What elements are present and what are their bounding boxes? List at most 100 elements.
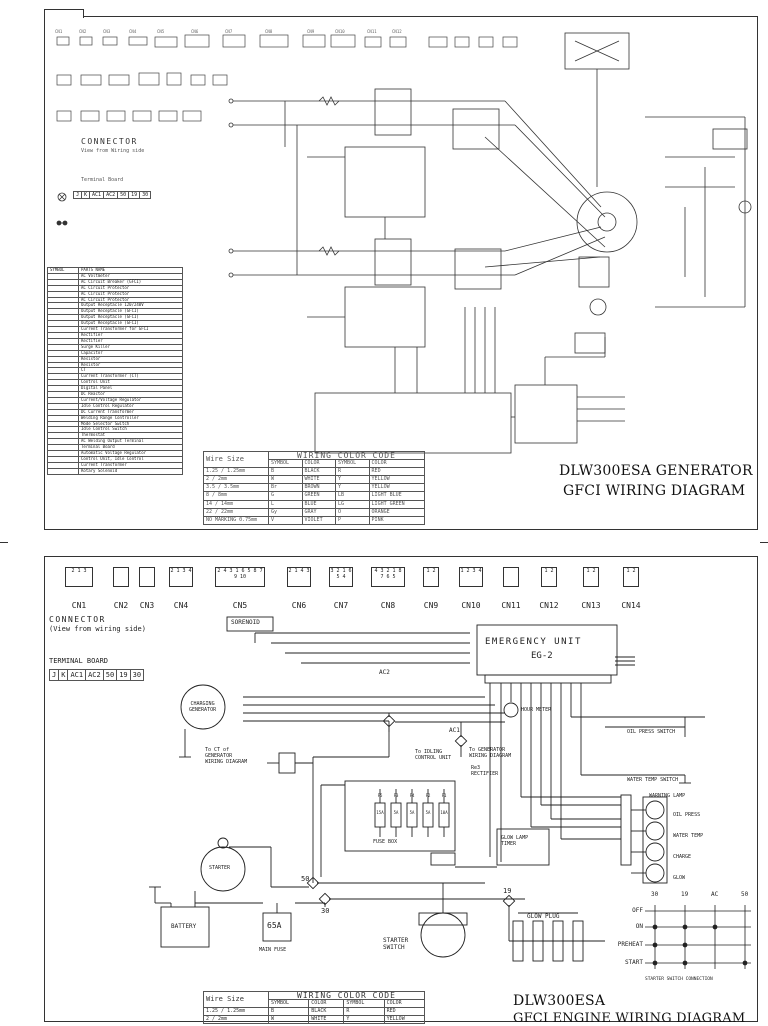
rectifier-label: Re3 RECTIFIER — [471, 765, 498, 777]
wiring-cell: G — [268, 491, 303, 501]
svg-text:CN7: CN7 — [225, 29, 233, 34]
wc-col-symbol: SYMBOL — [268, 459, 303, 469]
fuse-rating: 5A — [409, 810, 415, 815]
emergency-unit-label: EMERGENCY UNIT — [485, 637, 582, 647]
top-wiring-color-table: Wire Size WIRING COLOR CODE SYMBOL COLOR… — [203, 450, 426, 525]
to-idling-line1: To IDLING — [415, 749, 443, 755]
top-title-line2: GFCI WIRING DIAGRAM — [563, 483, 746, 499]
wc-col-symbol: SYMBOL — [343, 999, 385, 1008]
fuse-rating: 15A — [376, 810, 384, 815]
connector: 2 1 4 3 CN6 — [283, 567, 315, 610]
wiring-cell: YELLOW — [368, 483, 426, 493]
node-50: 50 — [301, 875, 310, 883]
wiring-cell: PINK — [368, 515, 426, 525]
glow-lamp-line1: GLOW LAMP — [501, 835, 529, 841]
switch-terminal: 50 — [741, 891, 749, 898]
wc-col-color: COLOR — [308, 999, 345, 1008]
wiring-cell: LB — [335, 491, 370, 501]
sheet-tab — [44, 9, 84, 18]
connector-body: 4 3 2 1 8 7 6 5 — [371, 567, 405, 587]
connector-name: CN6 — [291, 601, 307, 610]
wiring-cell: 1.25 / 1.25mm — [203, 467, 269, 477]
wiring-cell: BLACK — [308, 1007, 345, 1016]
wiring-cell: BLACK — [301, 467, 337, 477]
fuse-rating: 10A — [440, 810, 448, 815]
wiring-cell: P — [335, 515, 370, 525]
starter-switch-label: STARTER SWITCH — [383, 937, 408, 951]
wiring-cell: 22 / 22mm — [203, 507, 269, 517]
connector-body: 2 1 4 3 — [287, 567, 311, 587]
switch-position: ON — [635, 923, 643, 930]
fuse: F4 5A — [405, 793, 419, 815]
wiring-cell: LG — [335, 499, 370, 509]
svg-text:CN12: CN12 — [392, 29, 402, 34]
wiring-color-header: WIRING COLOR CODE — [268, 450, 425, 461]
warning-lamp-label: WARNING LAMP — [649, 793, 686, 799]
fuse-rating: 5A — [425, 810, 431, 815]
connector: CN3 — [135, 567, 159, 610]
wiring-cell: RED — [368, 467, 426, 477]
wc-col-color: COLOR — [383, 999, 426, 1008]
wiring-cell: WHITE — [301, 475, 337, 485]
switch-terminal: 30 — [651, 891, 659, 898]
lamp-label: CHARGE — [673, 854, 692, 860]
terminal-cell: J — [72, 191, 83, 199]
wiring-cell: R — [343, 1007, 385, 1016]
connector-body: 1 2 — [583, 567, 599, 587]
starter-label: STARTER — [209, 865, 231, 871]
fuse-name: F3 — [393, 793, 399, 798]
glow-lamp-line2: TIMER — [501, 841, 517, 847]
bottom-title-line1: DLW300ESA — [513, 993, 606, 1009]
switch-position: PREHEAT — [617, 941, 643, 948]
main-fuse-rating: 65A — [267, 921, 282, 930]
starter-switch-connection-label: STARTER SWITCH CONNECTION — [645, 977, 713, 982]
wiring-cell: L — [268, 499, 303, 509]
switch-position: START — [624, 959, 643, 966]
glow-plug-label: GLOW PLUG — [527, 913, 560, 920]
wiring-cell: Y — [335, 475, 370, 485]
wc-col-symbol: SYMBOL — [267, 999, 310, 1008]
connector-sublabel: (View from wiring side) — [49, 625, 146, 633]
connector-name: CN1 — [71, 601, 87, 610]
lamp-label: OIL PRESS — [673, 812, 701, 818]
connector-label: CONNECTOR — [81, 137, 138, 146]
wire-size-header: Wire Size — [203, 450, 269, 469]
page-separator-left — [0, 542, 8, 543]
to-ct-line1: To CT of — [205, 747, 230, 753]
svg-text:CN11: CN11 — [367, 29, 377, 34]
wiring-cell: 1.25 / 1.25mm — [203, 1007, 269, 1016]
wiring-cell: LIGHT BLUE — [368, 491, 426, 501]
connector-body: 2 1 3 4 — [169, 567, 193, 587]
connector-sublabel: View from Wiring side — [81, 148, 145, 154]
connector-body: 1 2 — [623, 567, 639, 587]
charging-generator-label: CHARGING GENERATOR — [189, 701, 216, 713]
to-generator-line1: To GENERATOR — [469, 747, 506, 753]
charging-label: CHARGING — [190, 701, 215, 707]
terminal-cell: K — [81, 191, 91, 199]
svg-text:CN3: CN3 — [103, 29, 111, 34]
fuse-name: F2 — [425, 793, 431, 798]
main-fuse-label: MAIN FUSE — [259, 947, 287, 953]
terminal-cell: 19 — [128, 191, 141, 199]
connector-name: CN12 — [539, 601, 559, 610]
bottom-title-line2: GFCI ENGINE WIRING DIAGRAM — [513, 1011, 746, 1026]
terminal-cell: 30 — [139, 191, 152, 199]
parts-name-cell: Rotary Solenoid — [78, 467, 183, 475]
wiring-cell: Gy — [268, 507, 303, 517]
fuse-name: F4 — [409, 793, 415, 798]
glow-lamp-timer-label: GLOW LAMP TIMER — [501, 835, 528, 847]
wc-col-symbol: SYMBOL — [335, 459, 370, 469]
node-ac1: AC1 — [449, 727, 460, 734]
